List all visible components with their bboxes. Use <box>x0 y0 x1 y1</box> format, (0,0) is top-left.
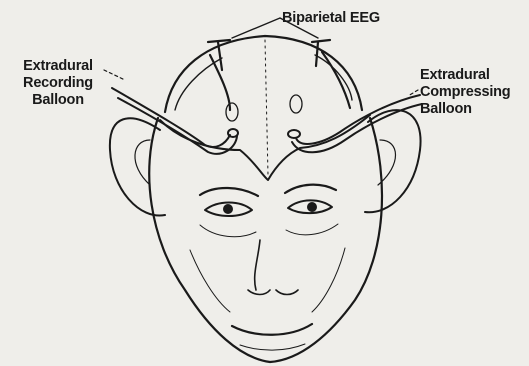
burr-hole-right <box>290 95 302 113</box>
mouth <box>232 324 312 335</box>
biparietal-eeg-text: Biparietal EEG <box>282 10 380 27</box>
recording-balloon-line-3: Balloon <box>8 92 108 109</box>
face-outline <box>149 118 382 362</box>
recording-balloon-line-2: Recording <box>8 75 108 92</box>
compressing-balloon <box>288 130 300 138</box>
eeg-electrode-right <box>312 40 350 108</box>
skull-dome <box>165 36 362 112</box>
right-brow <box>285 185 336 193</box>
recording-balloon-line-1: Extradural <box>8 58 108 75</box>
compressing-balloon-line-2: Compressing <box>420 84 510 101</box>
burr-hole-left <box>226 103 238 121</box>
biparietal-eeg-label: Biparietal EEG <box>282 10 380 27</box>
nose <box>255 240 260 290</box>
compressing-balloon-line-3: Balloon <box>420 101 510 118</box>
compressing-balloon-line-1: Extradural <box>420 67 510 84</box>
compressing-balloon-label: Extradural Compressing Balloon <box>420 67 510 118</box>
midline-suture <box>265 40 268 175</box>
left-brow <box>200 188 258 196</box>
compressing-balloon-catheter <box>296 95 420 144</box>
recording-balloon-label: Extradural Recording Balloon <box>8 58 108 109</box>
recording-balloon <box>228 129 238 137</box>
scalp-flap-edge <box>160 115 370 180</box>
